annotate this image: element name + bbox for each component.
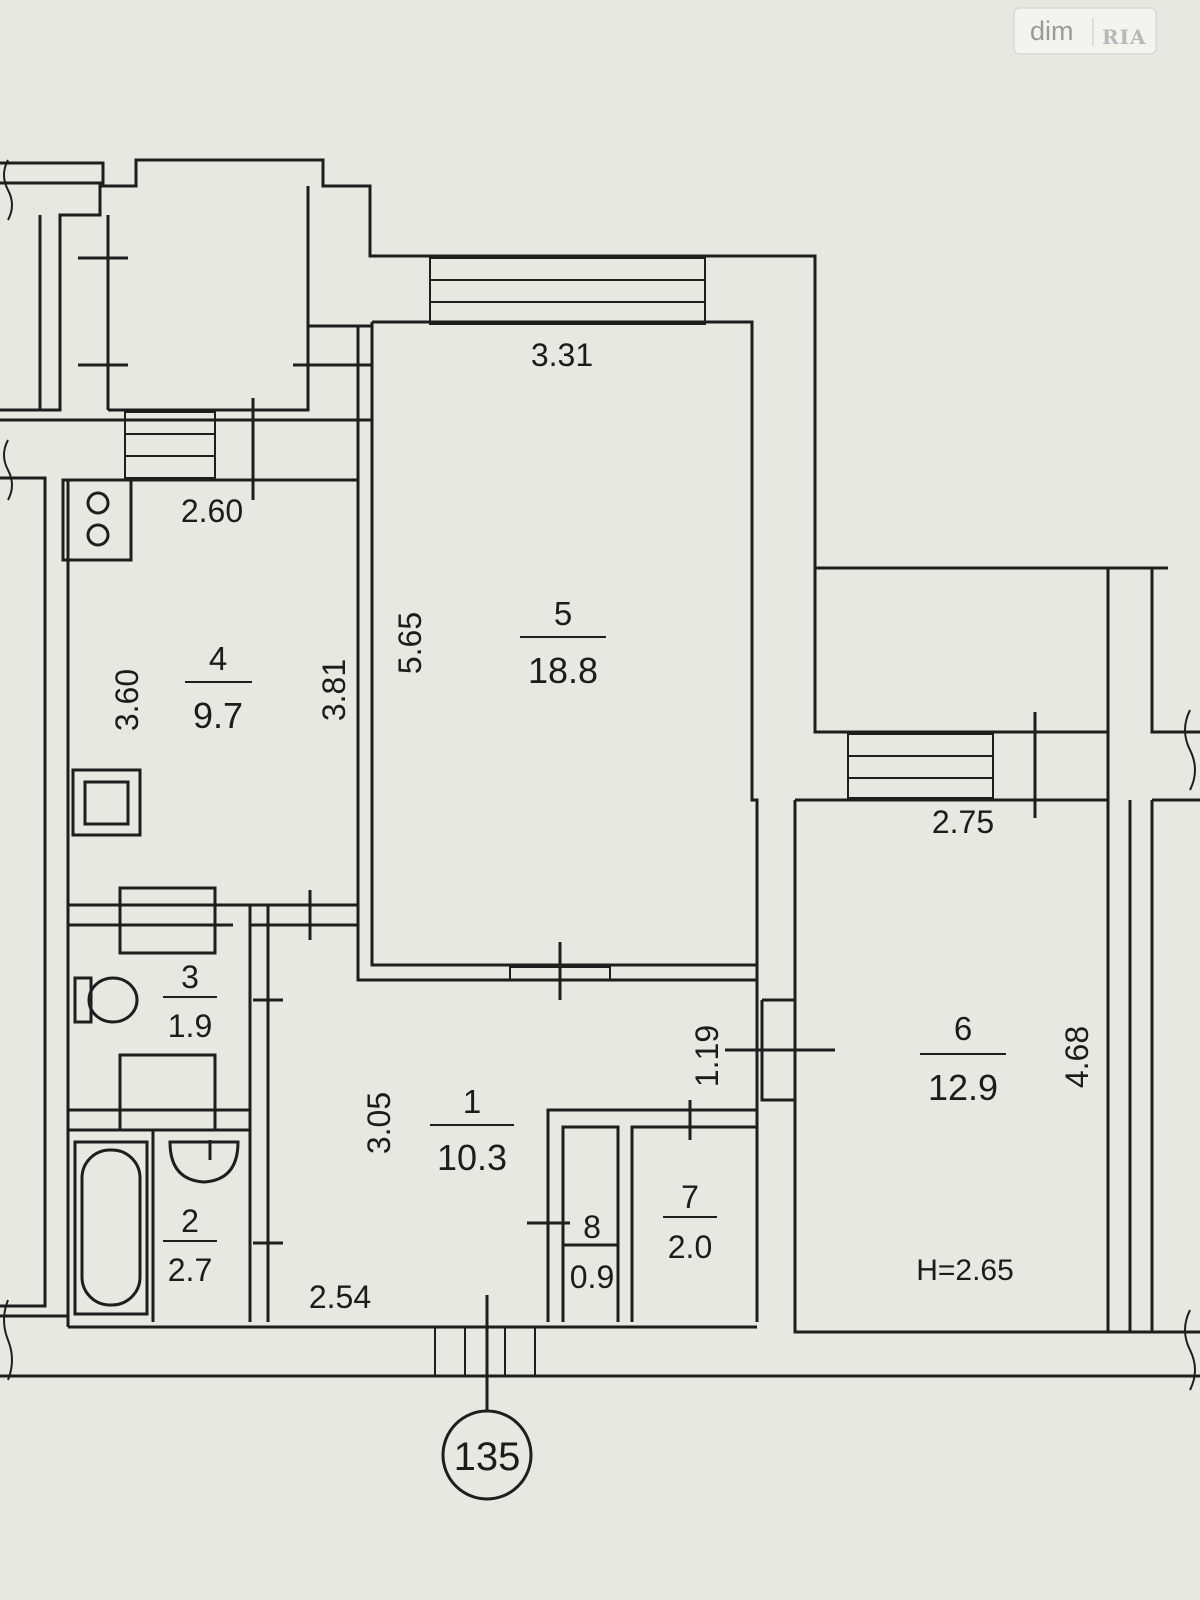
room-label-2: 2 2.7 bbox=[163, 1203, 217, 1288]
svg-text:4: 4 bbox=[209, 640, 227, 677]
svg-text:2.7: 2.7 bbox=[168, 1252, 212, 1288]
svg-text:12.9: 12.9 bbox=[928, 1067, 998, 1108]
dim-kitchen-wall: 3.81 bbox=[316, 659, 352, 721]
dim-room4-width: 2.60 bbox=[181, 493, 243, 529]
ceiling-height: H=2.65 bbox=[916, 1254, 1014, 1287]
walls bbox=[0, 158, 1200, 1391]
room-label-3: 3 1.9 bbox=[163, 959, 217, 1044]
dim-hall-length: 3.05 bbox=[361, 1092, 397, 1154]
svg-text:18.8: 18.8 bbox=[528, 650, 598, 691]
washbasin-icon bbox=[168, 1140, 240, 1184]
watermark-brand: RIA bbox=[1102, 25, 1147, 49]
svg-text:5: 5 bbox=[554, 595, 572, 632]
axis-marker-label: 135 bbox=[454, 1435, 521, 1479]
svg-text:8: 8 bbox=[583, 1209, 601, 1245]
dim-room5-width: 3.31 bbox=[531, 337, 593, 373]
room-label-8: 8 0.9 bbox=[570, 1209, 614, 1295]
svg-text:0.9: 0.9 bbox=[570, 1259, 614, 1295]
room-label-5: 5 18.8 bbox=[520, 595, 606, 691]
dim-room6-width: 2.75 bbox=[932, 804, 994, 840]
svg-text:1: 1 bbox=[463, 1083, 481, 1120]
dim-closet-width: 1.19 bbox=[689, 1025, 725, 1087]
svg-text:3: 3 bbox=[181, 959, 199, 995]
watermark: dim RIA bbox=[1013, 7, 1157, 55]
svg-text:7: 7 bbox=[681, 1179, 699, 1215]
bathtub-icon bbox=[73, 1140, 149, 1316]
dim-hall-width: 2.54 bbox=[309, 1279, 371, 1315]
fixtures bbox=[61, 478, 240, 1316]
dim-room4-length: 3.60 bbox=[109, 669, 145, 731]
toilet-icon bbox=[73, 976, 139, 1024]
svg-text:2: 2 bbox=[181, 1203, 199, 1239]
svg-text:10.3: 10.3 bbox=[437, 1137, 507, 1178]
room-label-1: 1 10.3 bbox=[430, 1083, 514, 1178]
watermark-text: dim bbox=[1030, 16, 1074, 46]
svg-text:6: 6 bbox=[954, 1010, 972, 1047]
dim-room6-length: 4.68 bbox=[1059, 1026, 1095, 1088]
room-labels: 5 18.8 4 9.7 6 12.9 1 10.3 3 1.9 2 2.7 bbox=[163, 595, 1006, 1295]
windows bbox=[124, 257, 994, 1377]
dimension-labels: 3.31 2.60 2.75 2.54 3.60 3.81 5.65 3.05 … bbox=[109, 337, 1095, 1315]
stove-icon bbox=[61, 478, 133, 562]
svg-text:2.0: 2.0 bbox=[668, 1229, 712, 1265]
kitchen-sink-icon bbox=[71, 768, 142, 837]
room-label-4: 4 9.7 bbox=[185, 640, 252, 736]
svg-text:9.7: 9.7 bbox=[193, 695, 243, 736]
toilet-cabinet bbox=[118, 1053, 217, 1132]
dim-room5-length: 5.65 bbox=[392, 612, 428, 674]
room-label-7: 7 2.0 bbox=[663, 1179, 717, 1265]
door-marks bbox=[78, 256, 1037, 1437]
svg-text:1.9: 1.9 bbox=[168, 1008, 212, 1044]
room-label-6: 6 12.9 bbox=[920, 1010, 1006, 1108]
washbasin-cabinet bbox=[118, 886, 217, 955]
axis-marker: 135 bbox=[441, 1409, 533, 1501]
